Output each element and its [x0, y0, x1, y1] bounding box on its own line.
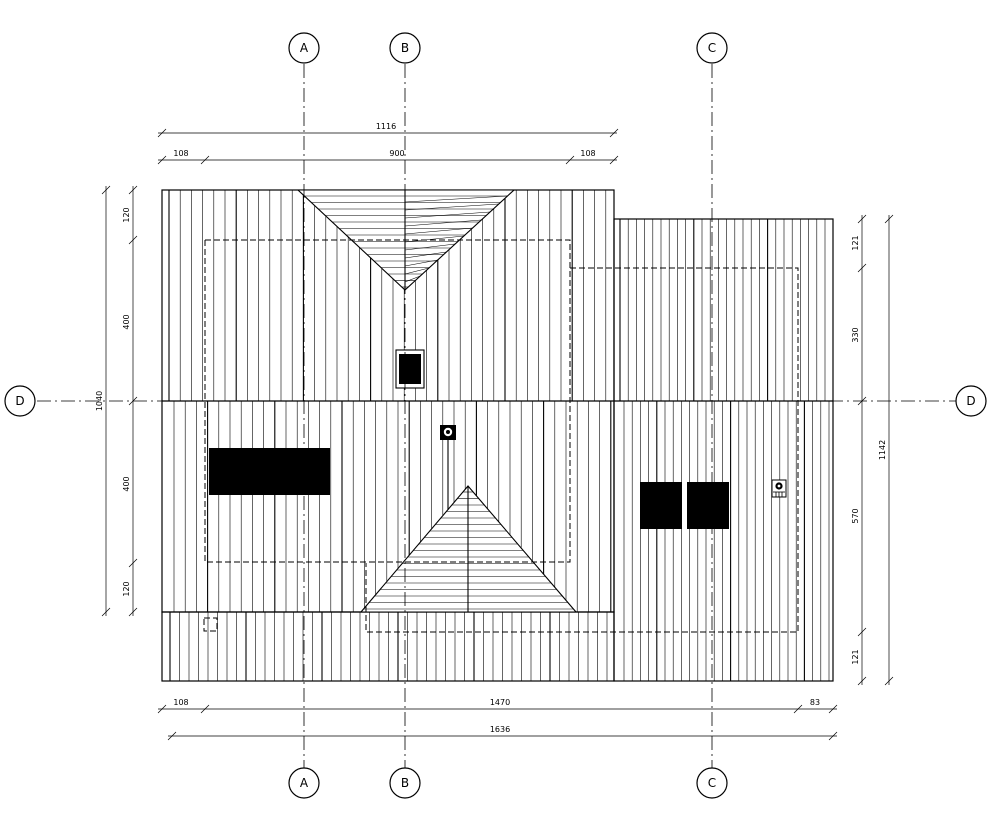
dimension-tick — [857, 214, 867, 224]
grid-label-b: B — [401, 776, 409, 790]
grid-label-c: C — [708, 776, 716, 790]
dimension-tick — [828, 704, 838, 714]
roof-seam — [404, 275, 421, 283]
dimension-tick — [857, 263, 867, 273]
roof-right-outline — [613, 218, 834, 682]
roof-seam — [404, 219, 482, 227]
dim-right-total: 1142 — [878, 440, 887, 460]
skylight-left — [209, 448, 330, 495]
dimension-tick — [828, 731, 838, 741]
dimension-tick — [200, 155, 210, 165]
grid-label-b: B — [401, 41, 409, 55]
dimension-tick — [565, 155, 575, 165]
roof-seam — [404, 211, 491, 219]
dim-right-top: 121 — [851, 235, 860, 250]
grid-bubble-d-left: D — [4, 385, 36, 417]
hidden-wall-lines — [203, 239, 799, 633]
roof-seam — [404, 283, 412, 291]
dimension-lines — [101, 128, 894, 741]
dim-bottom-mid: 1470 — [490, 698, 510, 707]
roof-seam — [404, 235, 464, 243]
dimension-tick — [167, 731, 177, 741]
roof-seam — [404, 267, 430, 275]
skylight-right-1 — [640, 482, 682, 529]
roof-seam — [404, 243, 456, 251]
dimension-tick — [884, 214, 894, 224]
grid-bubble-b-bottom: B — [389, 767, 421, 799]
grid-bubble-c-bottom: C — [696, 767, 728, 799]
bottom-dormer — [359, 438, 578, 613]
dimension-tick — [101, 607, 111, 617]
grid-axes — [37, 64, 956, 768]
dimension-tick — [884, 676, 894, 686]
dim-right-upper: 330 — [851, 327, 860, 342]
grid-label-d: D — [966, 394, 975, 408]
skylight-right-2 — [687, 482, 729, 529]
dim-bottom-total: 1636 — [490, 725, 510, 734]
grid-bubble-a-top: A — [288, 32, 320, 64]
grid-bubble-a-bottom: A — [288, 767, 320, 799]
dim-bottom-right: 83 — [810, 698, 820, 707]
dimension-tick — [200, 704, 210, 714]
dim-right-bottom: 121 — [851, 649, 860, 664]
roof-hatch-glass — [399, 354, 421, 384]
dim-left-bottom: 120 — [122, 581, 131, 596]
roof-seam — [404, 259, 438, 267]
roof-seam — [404, 251, 447, 259]
roof-right-standing-seam — [619, 219, 830, 681]
dimension-tick — [157, 155, 167, 165]
dim-left-total: 1040 — [95, 391, 104, 411]
dimension-tick — [857, 627, 867, 637]
roof-seam — [404, 227, 473, 235]
roof-eave-strip-standing-seam — [169, 612, 608, 681]
dim-top-left: 108 — [173, 149, 188, 158]
roof-openings — [209, 349, 787, 529]
dimension-tick — [157, 704, 167, 714]
dim-left-top: 120 — [122, 207, 131, 222]
grid-bubble-c-top: C — [696, 32, 728, 64]
roof-vent-icon — [771, 479, 787, 498]
dim-top-right: 108 — [580, 149, 595, 158]
grid-bubble-b-top: B — [389, 32, 421, 64]
dimension-tick — [157, 128, 167, 138]
dimension-tick — [793, 704, 803, 714]
dimension-tick — [128, 185, 138, 195]
roof-seam — [404, 195, 508, 203]
dim-left-lower: 400 — [122, 476, 131, 491]
dimension-tick — [857, 676, 867, 686]
dimension-tick — [128, 396, 138, 406]
grid-label-a: A — [300, 776, 309, 790]
dim-top-total: 1116 — [376, 122, 396, 131]
dim-top-mid: 900 — [389, 149, 404, 158]
dimension-tick — [128, 558, 138, 568]
dim-left-upper: 400 — [122, 314, 131, 329]
dimension-tick — [857, 396, 867, 406]
dimension-tick — [609, 155, 619, 165]
grid-label-d: D — [15, 394, 24, 408]
grid-label-c: C — [708, 41, 716, 55]
dim-bottom-left: 108 — [173, 698, 188, 707]
dimension-labels: 1116 108 900 108 108 1470 83 1636 120 40… — [95, 122, 887, 734]
dimension-tick — [128, 607, 138, 617]
dim-right-lower: 570 — [851, 508, 860, 523]
dimension-tick — [609, 128, 619, 138]
grid-label-a: A — [300, 41, 309, 55]
grid-bubble-d-right: D — [955, 385, 987, 417]
chimney-vent-icon — [440, 425, 456, 440]
roof-eave-outline — [161, 611, 615, 682]
dimension-tick — [128, 235, 138, 245]
roof-seam — [404, 203, 499, 211]
dimension-tick — [101, 185, 111, 195]
roof-left-standing-seam — [168, 190, 612, 612]
